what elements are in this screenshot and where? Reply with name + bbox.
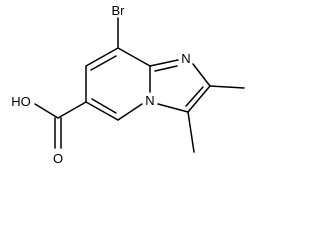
bond-c2-methyl xyxy=(209,85,245,89)
bromine-label: Br xyxy=(112,3,126,18)
hydroxyl-label: HO xyxy=(11,94,31,109)
double-bond-c5-c6-inner xyxy=(91,98,117,114)
bridgehead-nitrogen-label: N xyxy=(145,93,154,108)
carbonyl-oxygen-label: O xyxy=(53,151,63,166)
bond-c8a-n1 xyxy=(149,59,179,67)
double-bond-c8a-n1-inner xyxy=(154,65,178,72)
double-bond-c8-c7-inner xyxy=(90,55,117,71)
bond-c7-c8 xyxy=(85,47,119,67)
bond-c5-c6 xyxy=(85,101,119,121)
bond-c3-methyl xyxy=(187,111,195,153)
chemical-structure: Br N N HO O xyxy=(11,3,245,166)
bond-c8-c8a xyxy=(117,47,151,67)
bond-n1-c2 xyxy=(192,63,211,87)
bond-c6-carboxyl-carbon xyxy=(57,101,87,119)
double-bond-c2-c3-inner xyxy=(185,86,204,107)
bond-carboxyl-oh xyxy=(34,103,59,119)
imidazole-nitrogen-label: N xyxy=(181,51,190,66)
bond-c3-n4 xyxy=(157,103,189,113)
bond-n4-c5 xyxy=(117,103,143,121)
bond-c2-c3 xyxy=(187,85,211,113)
